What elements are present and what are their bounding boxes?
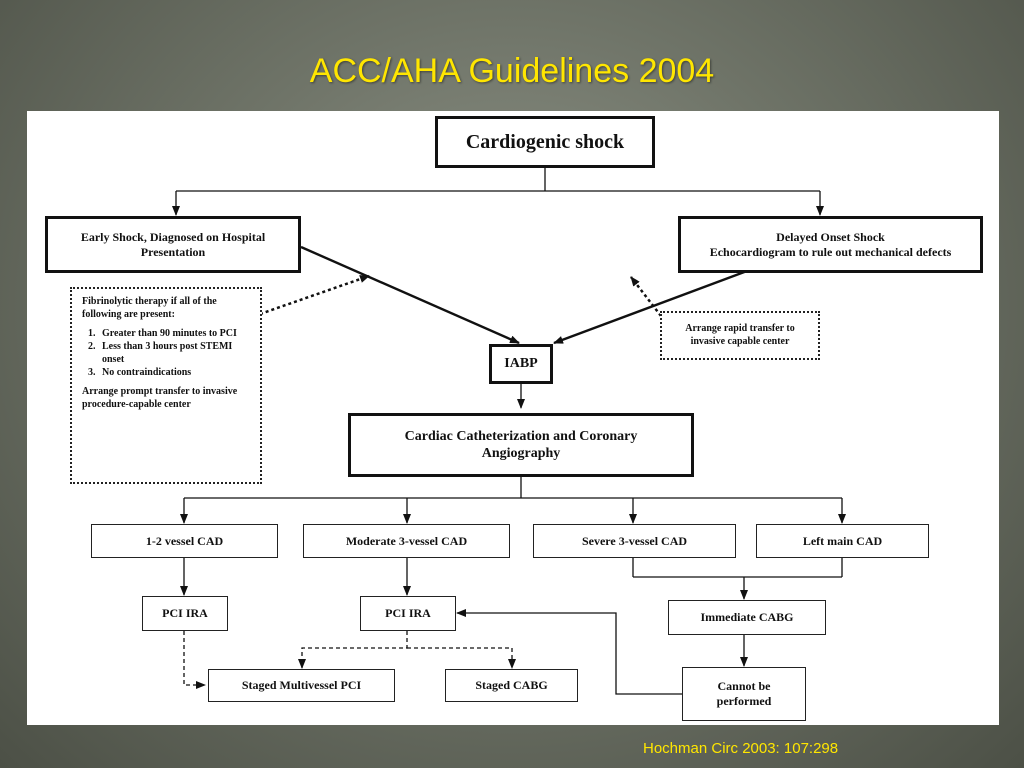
- node-pci-ira-left-label: PCI IRA: [162, 606, 208, 620]
- flowchart-connectors: [172, 168, 846, 695]
- node-immediate-cabg-label: Immediate CABG: [700, 610, 794, 624]
- node-cad-moderate-3-vessel: Moderate 3-vessel CAD: [303, 524, 510, 558]
- node-cardiac-catheterization: Cardiac Catheterization and Coronary Ang…: [348, 413, 694, 477]
- citation: Hochman Circ 2003: 107:298: [643, 740, 839, 757]
- node-cannot-be-performed-label: Cannot be performed: [716, 679, 772, 708]
- note-fibrinolytic-intro: Fibrinolytic therapy if all of the follo…: [82, 296, 217, 320]
- note-rapid-transfer-label: Arrange rapid transfer to invasive capab…: [685, 323, 795, 347]
- arrow-pci-to-staged-cabg: [407, 647, 516, 669]
- node-cannot-be-performed: Cannot be performed: [682, 667, 806, 721]
- node-delayed-shock-subtitle: Echocardiogram to rule out mechanical de…: [709, 244, 952, 259]
- note-fibrinolytic-criteria: Greater than 90 minutes to PCI Less than…: [82, 327, 250, 379]
- node-pci-ira-left: PCI IRA: [142, 596, 228, 631]
- arrow-note-to-early: [259, 274, 370, 316]
- node-staged-multivessel-pci: Staged Multivessel PCI: [208, 669, 395, 702]
- note-fibrinolytic-footer: Arrange prompt transfer to invasive proc…: [82, 386, 238, 410]
- note-rapid-transfer: Arrange rapid transfer to invasive capab…: [660, 311, 820, 360]
- node-cardiogenic-shock-label: Cardiogenic shock: [465, 130, 625, 153]
- arrow-pci-to-staged-multivessel: [298, 631, 408, 669]
- node-cardiogenic-shock: Cardiogenic shock: [435, 116, 655, 168]
- node-cad-left-main: Left main CAD: [756, 524, 929, 558]
- slide-title: ACC/AHA Guidelines 2004: [309, 52, 715, 90]
- criteria-item: Greater than 90 minutes to PCI: [98, 327, 250, 340]
- flowchart-panel: Cardiogenic shock Early Shock, Diagnosed…: [27, 111, 999, 725]
- arrow-note-to-delayed: [630, 276, 662, 317]
- node-delayed-shock: Delayed Onset Shock Echocardiogram to ru…: [678, 216, 983, 273]
- node-iabp: IABP: [489, 344, 553, 384]
- node-cad-moderate-3-vessel-label: Moderate 3-vessel CAD: [345, 533, 468, 548]
- arrow-cannot-to-pci: [456, 609, 682, 695]
- arrow-early-to-iabp: [300, 245, 520, 345]
- node-pci-ira-center: PCI IRA: [360, 596, 456, 631]
- node-cad-1-2-vessel-label: 1-2 vessel CAD: [145, 533, 224, 548]
- node-immediate-cabg: Immediate CABG: [668, 600, 826, 635]
- node-staged-cabg: Staged CABG: [445, 669, 578, 702]
- criteria-item: Less than 3 hours post STEMI onset: [98, 340, 250, 366]
- node-cad-severe-3-vessel-label: Severe 3-vessel CAD: [581, 533, 688, 548]
- criteria-item: No contraindications: [98, 366, 250, 379]
- node-early-shock: Early Shock, Diagnosed on Hospital Prese…: [45, 216, 301, 273]
- arrow-pci-to-staged-pci: [183, 631, 206, 689]
- node-cad-severe-3-vessel: Severe 3-vessel CAD: [533, 524, 736, 558]
- node-staged-multivessel-pci-label: Staged Multivessel PCI: [241, 678, 362, 692]
- arrow-delayed-to-iabp: [553, 269, 748, 345]
- node-early-shock-label: Early Shock, Diagnosed on Hospital Prese…: [80, 229, 266, 259]
- node-delayed-shock-title: Delayed Onset Shock: [776, 229, 885, 244]
- node-staged-cabg-label: Staged CABG: [475, 678, 548, 692]
- node-iabp-label: IABP: [504, 356, 538, 372]
- node-pci-ira-center-label: PCI IRA: [385, 606, 431, 620]
- node-cad-1-2-vessel: 1-2 vessel CAD: [91, 524, 278, 558]
- node-cardiac-catheterization-label: Cardiac Catheterization and Coronary Ang…: [404, 428, 638, 462]
- node-cad-left-main-label: Left main CAD: [802, 533, 883, 548]
- note-fibrinolytic-therapy: Fibrinolytic therapy if all of the follo…: [70, 287, 262, 484]
